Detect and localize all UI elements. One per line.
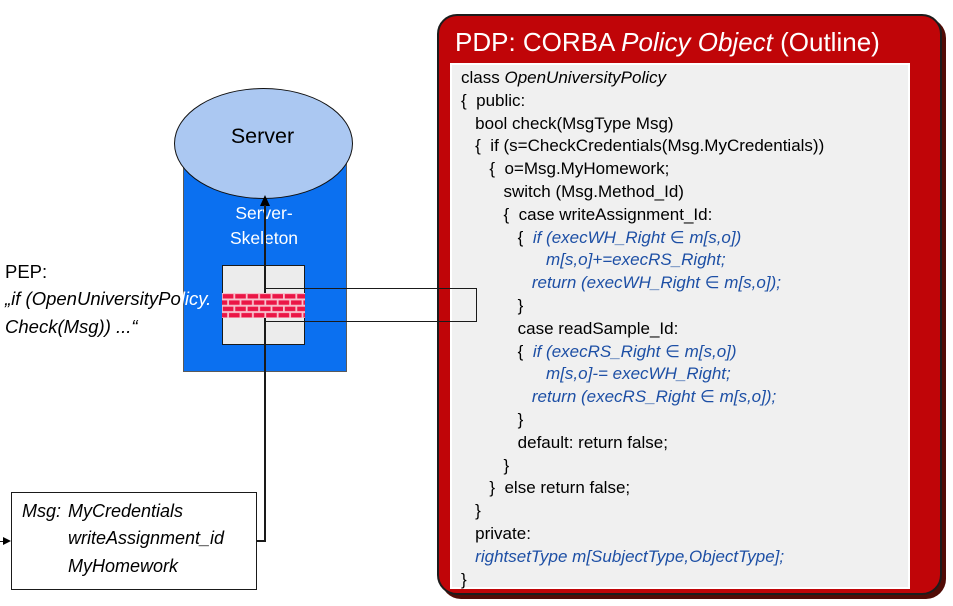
request-flow-line	[264, 205, 266, 541]
code-line: default: return false;	[461, 432, 668, 452]
pep-label-block: PEP: „if (OpenUniversityPolicy. Check(Ms…	[5, 258, 265, 340]
policy-code-box	[450, 63, 910, 589]
code-line: bool check(MsgType Msg)	[461, 113, 674, 133]
code-line: }	[461, 455, 510, 475]
code-line: m[s,o]+=execRS_Right;	[546, 250, 726, 270]
brick-wall-pattern-icon	[222, 293, 305, 318]
code-line: return (execRS_Right ∈ m[s,o]);	[531, 387, 777, 407]
msg-label: Msg:	[22, 501, 62, 521]
code-line: }	[461, 409, 524, 429]
msg-content: Msg: MyCredentials writeAssignment_id My…	[22, 498, 224, 580]
pep-label: PEP:	[5, 261, 48, 282]
msg-item: MyCredentials	[68, 501, 184, 521]
policy-code: class OpenUniversityPolicy { public: bool…	[461, 67, 906, 591]
pdp-title-segment: PDP: CORBA	[455, 27, 622, 57]
code-line: private:	[461, 523, 531, 543]
code-line: }	[461, 295, 524, 315]
pdp-title: PDP: CORBA Policy Object (Outline)	[455, 27, 935, 57]
msg-arrow-line	[0, 540, 5, 543]
code-line: { if (s=CheckCredentials(Msg.MyCredentia…	[461, 136, 825, 156]
arrow-up-head	[259, 195, 270, 206]
code-line: switch (Msg.Method_Id)	[461, 181, 684, 201]
msg-item: MyHomework	[68, 555, 179, 576]
pep-code-quote-line2: Check(Msg)) ...“	[5, 315, 138, 337]
code-line: { if (execWH_Right ∈ m[s,o])	[461, 227, 742, 247]
pdp-title-segment: (Outline)	[772, 27, 880, 57]
server-label: Server	[230, 124, 295, 148]
msg-item: writeAssignment_id	[68, 528, 225, 549]
code-line: }	[461, 501, 481, 521]
arrow-right-head	[3, 536, 11, 545]
pdp-title-segment: Policy Object	[621, 27, 773, 57]
code-line: return (execWH_Right ∈ m[s,o]);	[531, 273, 781, 293]
code-line: { case writeAssignment_Id:	[461, 204, 713, 224]
code-line: m[s,o]-= execWH_Right;	[546, 364, 731, 384]
msg-line-hook	[256, 540, 266, 542]
code-line: { o=Msg.MyHomework;	[461, 159, 670, 179]
pep-code-quote-line1: „if (OpenUniversityPolicy.	[5, 285, 265, 312]
code-line: }	[461, 569, 467, 589]
code-line: class OpenUniversityPolicy	[461, 68, 667, 87]
skeleton-label-line2: Skeleton	[183, 226, 345, 251]
code-line: rightsetType m[SubjectType,ObjectType];	[475, 546, 785, 566]
code-line: { if (execRS_Right ∈ m[s,o])	[461, 341, 737, 361]
code-line: } else return false;	[461, 478, 631, 498]
server-ellipse	[174, 88, 353, 199]
msg-box	[11, 492, 257, 590]
pep-quote-white-part: licy.	[180, 288, 212, 310]
code-line: case readSample_Id:	[461, 318, 679, 338]
pep-quote-black-part: „if (OpenUniversityPo	[5, 288, 181, 310]
code-line: { public:	[461, 90, 526, 110]
